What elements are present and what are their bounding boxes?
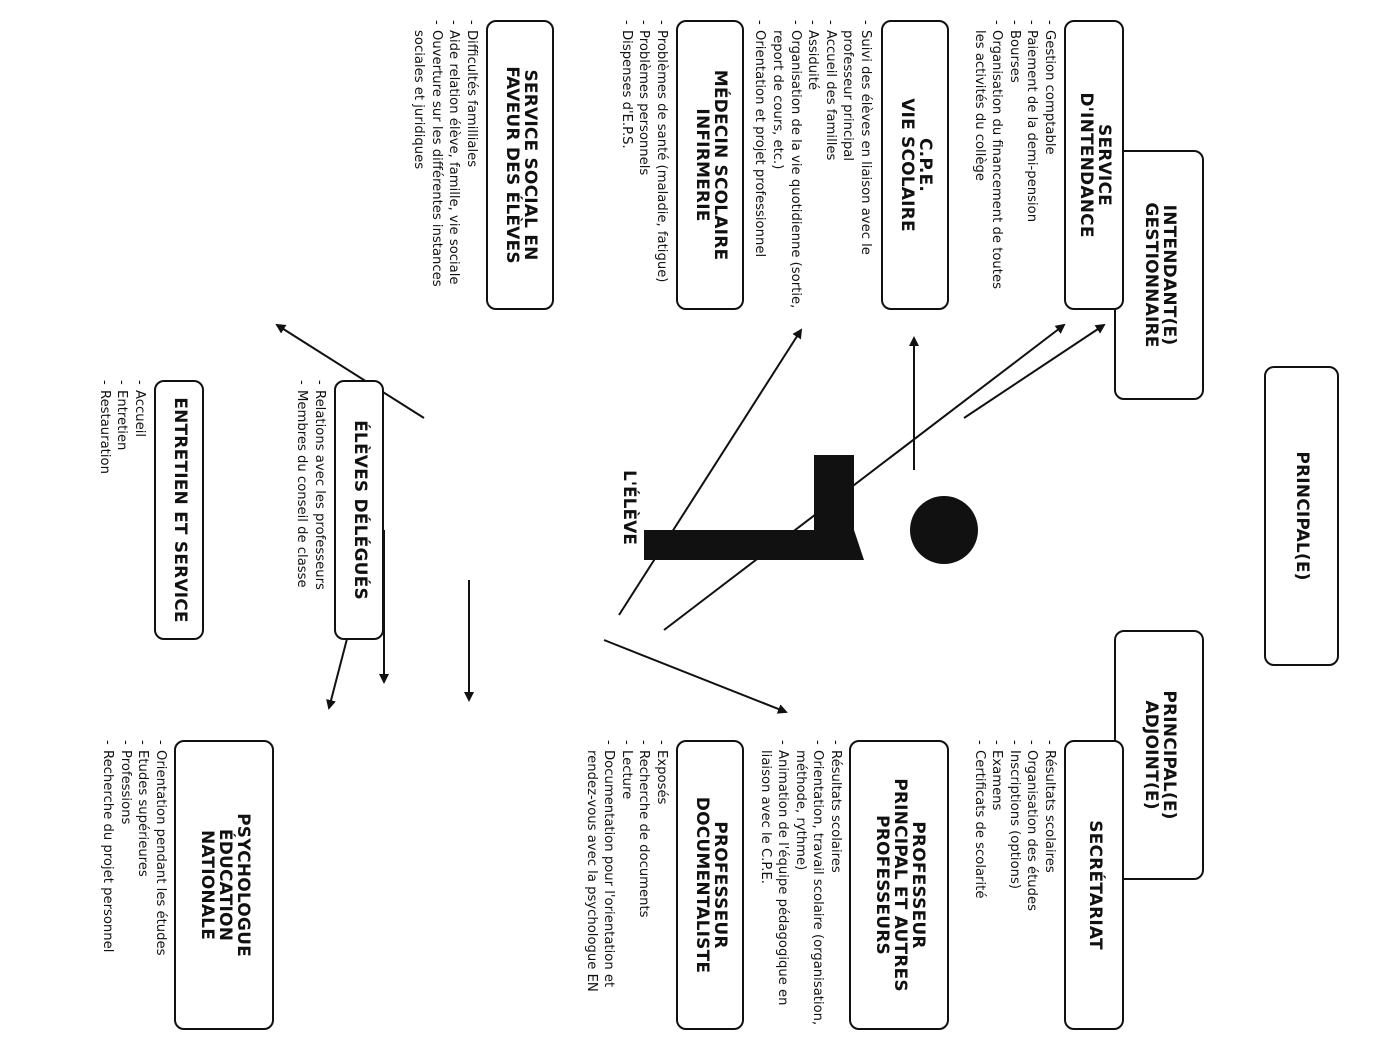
list-item: Aide relation élève, famille, vie social…	[445, 20, 463, 320]
list-item: Animation de l'équipe pédagogique en lia…	[756, 740, 791, 1030]
intendance-title-1: SERVICE	[1093, 124, 1114, 206]
principal-adjoint-box: PRINCIPAL(E) ADJOINT(E)	[1114, 630, 1204, 880]
list-item: Organisation de la vie quotidienne (sort…	[768, 20, 803, 320]
medecin-list: Problèmes de santé (maladie, fatigue) Pr…	[617, 20, 670, 310]
cpe-title-1: C.P.E.	[914, 137, 935, 192]
list-item: Orientation, travail scolaire (organisat…	[791, 740, 826, 1030]
medecin-title-1: MÉDECIN SCOLAIRE	[709, 69, 730, 261]
arrow-to-secretariat	[275, 323, 425, 419]
list-item: Organisation du financement de toutes le…	[970, 20, 1005, 310]
psychologue-box: PSYCHOLOGUE ÉDUCATION NATIONALE	[174, 740, 274, 1030]
social-title-2: FAVEUR DES ÉLÈVES	[502, 66, 522, 264]
list-item: Assiduité	[804, 20, 822, 320]
social-list: Difficultés familliales Aide relation él…	[410, 20, 480, 320]
list-item: Entretien	[113, 380, 131, 640]
list-item: Dispenses d'E.P.S.	[617, 20, 635, 310]
principal-box: PRINCIPAL(E)	[1264, 366, 1339, 666]
arrow-to-documentaliste	[603, 639, 788, 714]
profs-list: Résultats scolaires Orientation, travail…	[756, 740, 844, 1030]
social-title-1: SERVICE SOCIAL EN	[519, 69, 540, 261]
list-item: Documentation pour l'orientation et rend…	[582, 740, 617, 1030]
list-item: Examens	[988, 740, 1006, 1030]
principal-adjoint-label-1: PRINCIPAL(E)	[1158, 690, 1179, 820]
intendant-gestionnaire-box: INTENDANT(E) GESTIONNAIRE	[1114, 150, 1204, 400]
list-item: Difficultés familliales	[462, 20, 480, 320]
delegues-title: ÉLÈVES DÉLÉGUÉS	[349, 420, 370, 600]
principal-label: PRINCIPAL(E)	[1292, 451, 1313, 581]
intendance-list: Gestion comptable Paiement de la demi-pe…	[970, 20, 1058, 310]
list-item: Membres du conseil de classe	[293, 380, 311, 640]
cpe-list: Suivi des élèves en liaison avec le prof…	[751, 20, 874, 320]
entretien-title: ENTRETIEN ET SERVICE	[169, 397, 190, 623]
list-item: Résultats scolaires	[826, 740, 844, 1030]
arrow-to-social	[663, 323, 1066, 631]
list-item: Problèmes personnels	[635, 20, 653, 310]
psychologue-list: Orientation pendant les études Etudes su…	[99, 740, 169, 1030]
list-item: Suivi des élèves en liaison avec le prof…	[839, 20, 874, 320]
intendance-title-2: D'INTENDANCE	[1076, 92, 1096, 238]
list-item: Paiement de la demi-pension	[1023, 20, 1041, 310]
entretien-list: Accueil Entretien Restauration	[95, 380, 148, 640]
student-silhouette-icon	[644, 455, 978, 564]
documentaliste-title-2: DOCUMENTALISTE	[692, 796, 712, 974]
secretariat-list: Résultats scolaires Organisation des étu…	[970, 740, 1058, 1030]
list-item: Recherche de documents	[635, 740, 653, 1030]
list-item: Gestion comptable	[1040, 20, 1058, 310]
list-item: Ouverture sur les différentes instances …	[410, 20, 445, 320]
list-item: Résultats scolaires	[1040, 740, 1058, 1030]
list-item: Etudes supérieures	[134, 740, 152, 1030]
intendant-label: INTENDANT(E)	[1158, 204, 1179, 346]
list-item: Accueil des familles	[821, 20, 839, 320]
list-item: Orientation pendant les études	[151, 740, 169, 1030]
profs-title-3: PROFESSEURS	[872, 815, 893, 955]
medecin-title-2: INFIRMERIE	[692, 108, 712, 222]
list-item: Exposés	[652, 740, 670, 1030]
center-label: L'ÉLÈVE	[619, 470, 639, 545]
list-item: Restauration	[95, 380, 113, 640]
list-item: Organisation des études	[1023, 740, 1041, 1030]
list-item: Problèmes de santé (maladie, fatigue)	[652, 20, 670, 310]
list-item: Certificats de scolarité	[970, 740, 988, 1030]
entretien-box: ENTRETIEN ET SERVICE	[154, 380, 204, 640]
profs-title-1: PROFESSEUR	[907, 821, 928, 949]
cpe-title-2: VIE SCOLAIRE	[897, 98, 917, 232]
psychologue-title-2: ÉDUCATION	[214, 828, 235, 942]
documentaliste-title-1: PROFESSEUR	[709, 821, 730, 949]
secretariat-box: SECRÉTARIAT	[1064, 740, 1124, 1030]
profs-title-2: PRINCIPAL ET AUTRES	[889, 778, 910, 992]
arrow-to-intendance	[963, 323, 1106, 419]
social-box: SERVICE SOCIAL EN FAVEUR DES ÉLÈVES	[486, 20, 554, 310]
delegues-list: Relations avec les professeurs Membres d…	[293, 380, 328, 640]
principal-adjoint-label-2: ADJOINT(E)	[1141, 700, 1161, 810]
list-item: Relations avec les professeurs	[310, 380, 328, 640]
documentaliste-box: PROFESSEUR DOCUMENTALISTE	[676, 740, 744, 1030]
profs-box: PROFESSEUR PRINCIPAL ET AUTRES PROFESSEU…	[849, 740, 949, 1030]
cpe-box: C.P.E. VIE SCOLAIRE	[881, 20, 949, 310]
list-item: Lecture	[617, 740, 635, 1030]
list-item: Inscriptions (options)	[1005, 740, 1023, 1030]
intendance-box: SERVICE D'INTENDANCE	[1064, 20, 1124, 310]
arrow-to-medecin	[618, 328, 803, 616]
medecin-box: MÉDECIN SCOLAIRE INFIRMERIE	[676, 20, 744, 310]
documentaliste-list: Exposés Recherche de documents Lecture D…	[582, 740, 670, 1030]
gestionnaire-label: GESTIONNAIRE	[1141, 202, 1161, 348]
delegues-box: ÉLÈVES DÉLÉGUÉS	[334, 380, 384, 640]
psychologue-title-3: NATIONALE	[197, 829, 218, 941]
list-item: Accueil	[130, 380, 148, 640]
secretariat-title: SECRÉTARIAT	[1084, 820, 1105, 950]
list-item: Recherche du projet personnel	[99, 740, 117, 1030]
list-item: Professions	[116, 740, 134, 1030]
list-item: Bourses	[1005, 20, 1023, 310]
list-item: Orientation et projet professionnel	[751, 20, 769, 320]
psychologue-title-1: PSYCHOLOGUE	[232, 813, 253, 957]
